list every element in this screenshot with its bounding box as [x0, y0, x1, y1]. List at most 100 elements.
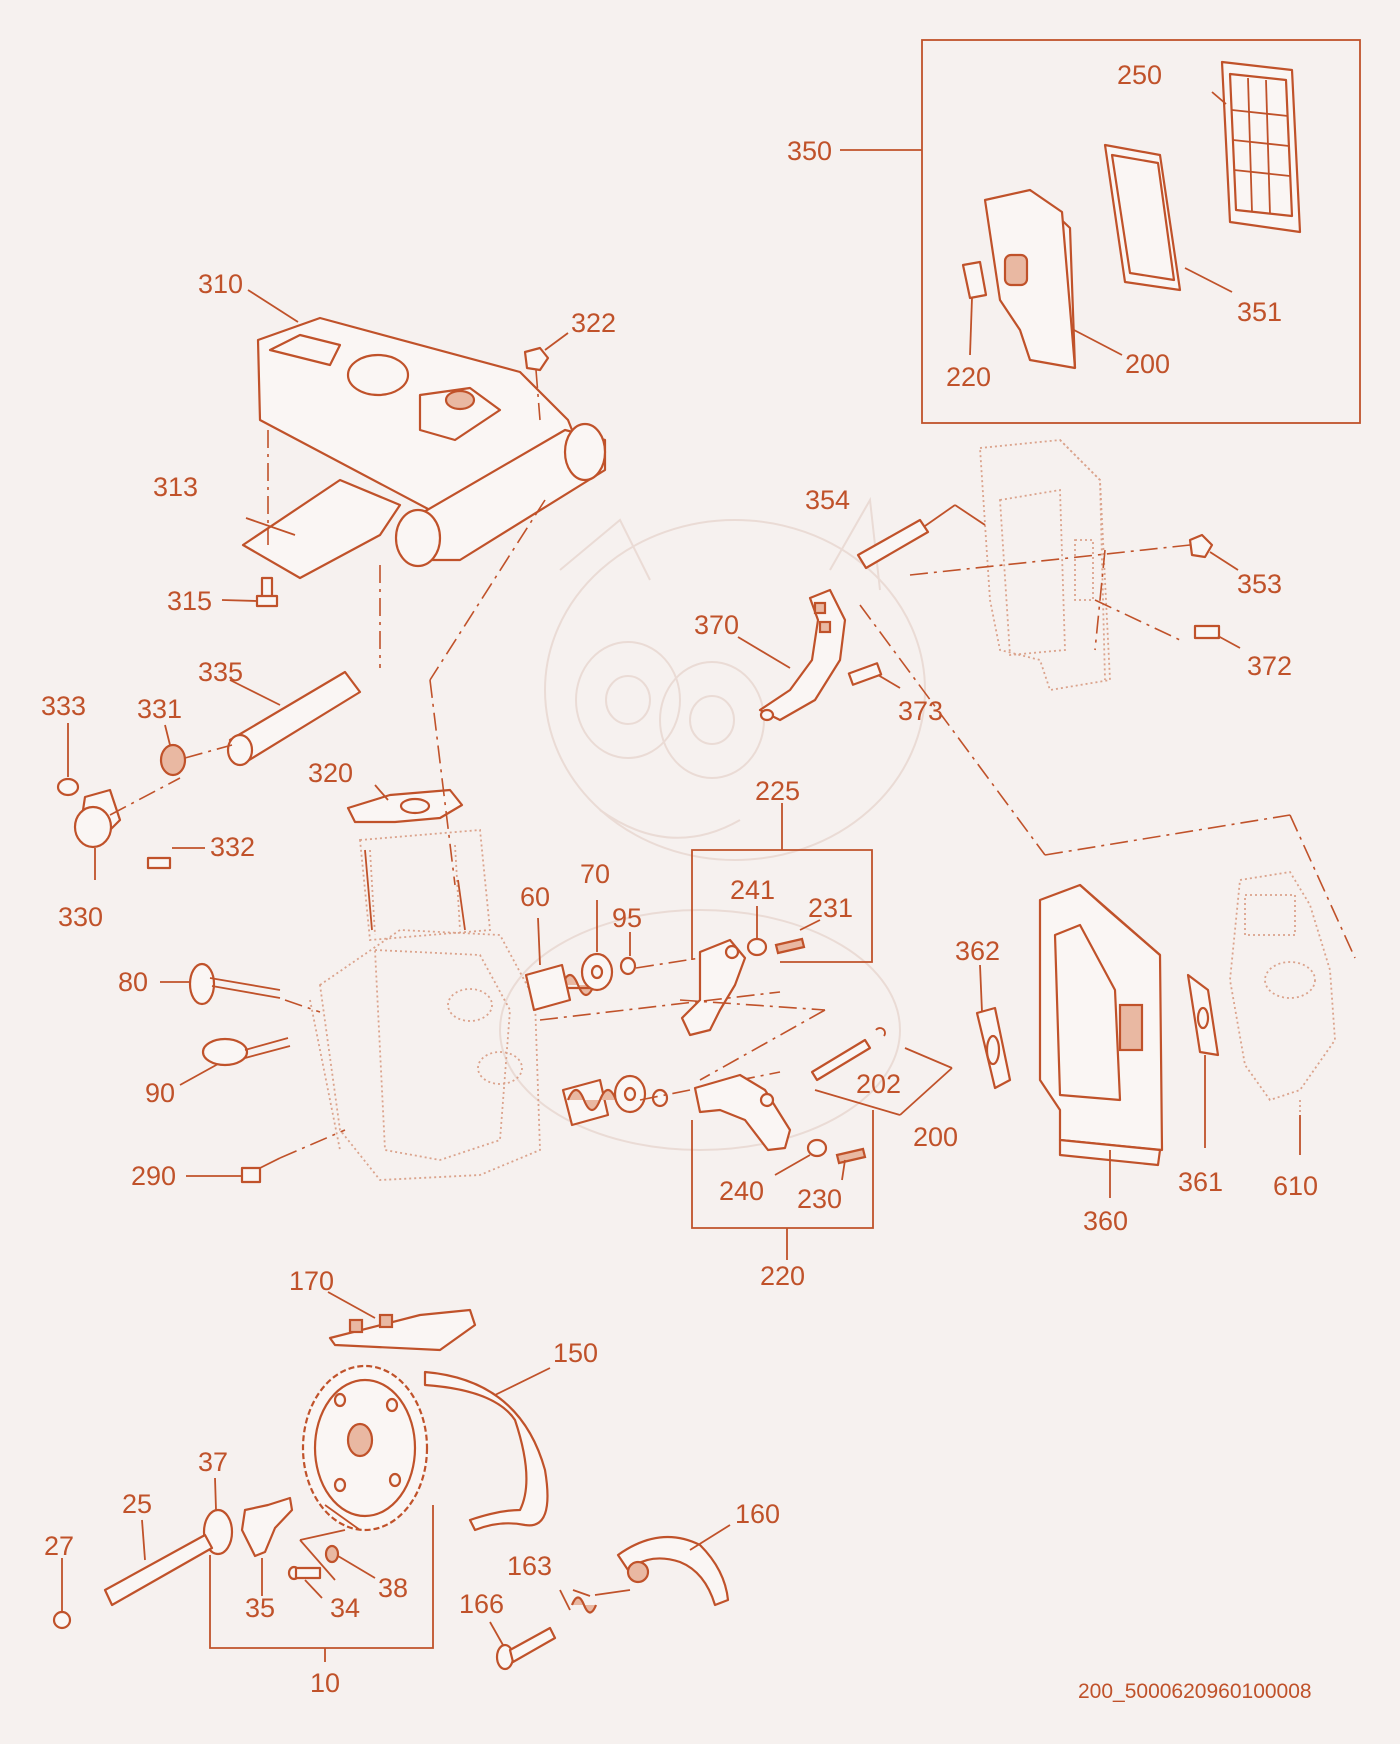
- screw-231: [774, 919, 821, 955]
- screw-315: [221, 576, 279, 608]
- label-200-lower: 200: [913, 1122, 958, 1152]
- label-202: 202: [856, 1069, 901, 1099]
- label-373: 373: [898, 696, 943, 726]
- gasket-361: [1186, 973, 1220, 1148]
- label-220-lower: 220: [760, 1261, 805, 1291]
- label-370: 370: [694, 610, 739, 640]
- nut-322: [523, 332, 569, 421]
- rocker-arm-220: [693, 1073, 792, 1152]
- pin-34: [287, 1565, 323, 1599]
- watermark-mascot: [499, 496, 926, 1151]
- label-330: 330: [58, 902, 103, 932]
- gasket-320: [346, 784, 464, 824]
- valve-80: [160, 962, 321, 1013]
- label-250: 250: [1117, 60, 1162, 90]
- screw-332: [146, 847, 205, 870]
- diagram-code: 200_5000620960100008: [1078, 1680, 1312, 1703]
- deflector-330: [73, 788, 122, 880]
- label-60: 60: [520, 882, 550, 912]
- filter-cover-250: [1211, 60, 1302, 234]
- nut-241: [746, 906, 768, 957]
- label-290: 290: [131, 1161, 176, 1191]
- heat-shield-313: [241, 430, 402, 580]
- pin-202: [810, 1027, 953, 1116]
- label-354: 354: [805, 485, 850, 515]
- label-70: 70: [580, 859, 610, 889]
- springs-60: [524, 917, 618, 1127]
- nut-353: [1188, 533, 1239, 571]
- label-310: 310: [198, 269, 243, 299]
- label-170: 170: [289, 1266, 334, 1296]
- tensioner-160: [616, 1524, 731, 1607]
- label-362: 362: [955, 936, 1000, 966]
- lever-35: [240, 1496, 294, 1596]
- label-372: 372: [1247, 651, 1292, 681]
- camshaft-25: [103, 1519, 214, 1607]
- bracket-225: [691, 803, 873, 963]
- rocker-arm-225: [680, 938, 747, 1037]
- label-313: 313: [153, 472, 198, 502]
- retainers-70: [580, 900, 647, 1114]
- timing-chain-150: [423, 1367, 551, 1532]
- air-box-ghost: [979, 439, 1111, 692]
- gasket-362: [975, 964, 1012, 1090]
- cylinder-head-ghost: [309, 829, 541, 1181]
- bracket-220: [691, 1110, 874, 1260]
- label-230: 230: [797, 1184, 842, 1214]
- label-38: 38: [378, 1573, 408, 1603]
- cam-sprocket: [301, 1364, 429, 1532]
- label-27: 27: [44, 1531, 74, 1561]
- ring-37: [202, 1477, 234, 1556]
- label-333: 333: [41, 691, 86, 721]
- label-34: 34: [330, 1593, 360, 1623]
- label-322: 322: [571, 308, 616, 338]
- label-353: 353: [1237, 569, 1282, 599]
- carburetor-610-ghost: [1229, 871, 1336, 1115]
- air-filter-kit-box: 350 250 351 200: [787, 39, 1361, 424]
- bracket-10: [209, 1505, 434, 1662]
- label-163: 163: [507, 1551, 552, 1581]
- label-241: 241: [730, 875, 775, 905]
- tube-335: [226, 565, 381, 767]
- screw-373: [847, 662, 901, 689]
- label-95: 95: [612, 903, 642, 933]
- keepers-95: [619, 932, 701, 1108]
- label-331: 331: [137, 694, 182, 724]
- bolt-166: [489, 1621, 557, 1671]
- bolt-290: [186, 1129, 346, 1184]
- label-25: 25: [122, 1489, 152, 1519]
- label-231: 231: [808, 893, 853, 923]
- spring-38: [299, 1504, 376, 1581]
- air-box-360: [1038, 883, 1164, 1198]
- bracket-370: [737, 588, 847, 722]
- label-360: 360: [1083, 1206, 1128, 1236]
- label-10: 10: [310, 1668, 340, 1698]
- gasket-220-top: [961, 260, 988, 356]
- screen-331: [159, 724, 233, 777]
- label-335: 335: [198, 657, 243, 687]
- filter-base-200: [983, 188, 1123, 370]
- filter-element-351: [1103, 143, 1233, 293]
- label-220-top: 220: [946, 362, 991, 392]
- valve-90: [179, 1037, 291, 1086]
- label-90: 90: [145, 1078, 175, 1108]
- screw-372: [1094, 599, 1241, 649]
- label-320: 320: [308, 758, 353, 788]
- label-610: 610: [1273, 1171, 1318, 1201]
- label-240: 240: [719, 1176, 764, 1206]
- label-200-top: 200: [1125, 349, 1170, 379]
- label-351: 351: [1237, 297, 1282, 327]
- chain-guide-170: [327, 1291, 477, 1352]
- nut-240: [774, 1138, 828, 1176]
- muffler-310: [247, 289, 607, 568]
- nut-333: [56, 723, 80, 797]
- label-35: 35: [245, 1593, 275, 1623]
- label-37: 37: [198, 1447, 228, 1477]
- label-166: 166: [459, 1589, 504, 1619]
- label-160: 160: [735, 1499, 780, 1529]
- label-225: 225: [755, 776, 800, 806]
- spring-163: [559, 1589, 631, 1614]
- label-332: 332: [210, 832, 255, 862]
- washer-27: [52, 1558, 72, 1630]
